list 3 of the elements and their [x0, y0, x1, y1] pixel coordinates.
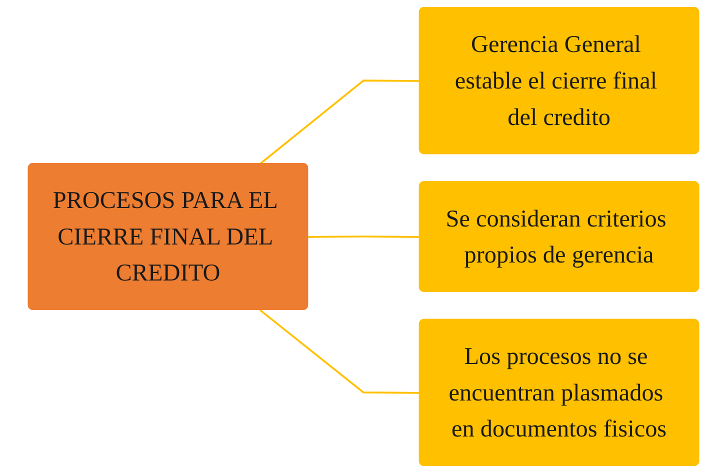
connector — [260, 309, 420, 394]
connector — [308, 236, 420, 238]
connector — [259, 80, 420, 165]
